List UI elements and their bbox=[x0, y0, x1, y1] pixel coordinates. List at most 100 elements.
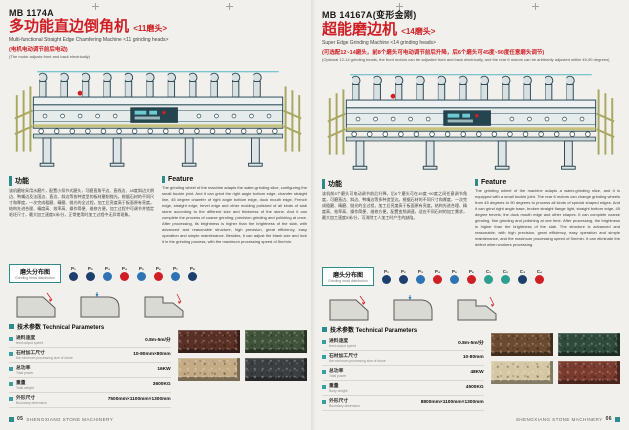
bullet-square-icon bbox=[9, 337, 13, 341]
model-number: MB 14167A(变形金刚) bbox=[322, 10, 417, 20]
bullet-square-icon bbox=[9, 367, 13, 371]
grinding-head: P₈ bbox=[187, 265, 197, 281]
page-footer: 05 SHENGXIANG STONE MACHINERY bbox=[9, 416, 113, 422]
param-name-cn: 总功率 bbox=[329, 368, 344, 374]
head-dot-icon bbox=[170, 271, 180, 281]
grinding-head: C₄ bbox=[534, 269, 544, 284]
feature-text: The grinding wheel of the machine adapts… bbox=[475, 187, 620, 247]
head-label: P₅ bbox=[451, 268, 457, 274]
param-name-en: Total power bbox=[329, 373, 347, 378]
grinding-heads-count: <14磨头> bbox=[401, 27, 436, 36]
head-dot-icon bbox=[415, 274, 425, 284]
head-label: C₂ bbox=[502, 268, 509, 274]
param-name-en: Boundary dimension bbox=[329, 403, 360, 408]
grinding-head: P₆ bbox=[466, 269, 476, 284]
grinding-head: P₃ bbox=[415, 268, 425, 284]
grinding-head: P₆ bbox=[153, 266, 163, 281]
product-note-cn: (电机电动调节前后电动) bbox=[9, 46, 68, 53]
grinding-head: P₅ bbox=[449, 268, 459, 284]
head-label: C₃ bbox=[519, 268, 526, 274]
grinding-head: P₄ bbox=[119, 265, 129, 281]
head-row: P₁ P₂ P₃ P₄ P₅ P₆ P₇ P₈ bbox=[68, 265, 197, 281]
grinding-head: P₁ bbox=[381, 269, 391, 284]
registration-mark-icon bbox=[92, 3, 99, 10]
machine-illustration bbox=[322, 65, 620, 177]
head-dot-icon bbox=[500, 274, 510, 284]
head-label: P₈ bbox=[189, 265, 195, 271]
param-value: 48KW bbox=[470, 369, 484, 375]
edge-profile-step-icon bbox=[141, 290, 187, 320]
product-title-en: Multi-functional Straight Edge Chamferin… bbox=[9, 36, 169, 43]
product-title-cn: 多功能直边倒角机 <11磨头> bbox=[9, 18, 307, 36]
stone-sample bbox=[557, 360, 621, 384]
distribution-label-cn: 磨头分布图 bbox=[19, 269, 50, 276]
head-label: P₄ bbox=[121, 265, 127, 271]
distribution-label-cn: 磨头分布图 bbox=[332, 272, 363, 279]
page-number: 06 bbox=[605, 416, 612, 422]
page-number: 05 bbox=[17, 416, 24, 422]
bullet-square-icon bbox=[322, 400, 326, 404]
bullet-square-icon bbox=[9, 382, 13, 386]
distribution-label-box: 磨头分布图 Grinding head distribution bbox=[322, 266, 374, 286]
param-name-cn: 总功率 bbox=[16, 365, 31, 371]
grinding-head: P₃ bbox=[102, 265, 112, 281]
bullet-square-icon bbox=[9, 397, 13, 401]
registration-mark-icon bbox=[226, 3, 233, 10]
param-name-cn: 重量 bbox=[16, 380, 26, 386]
feature-heading: Feature bbox=[475, 178, 620, 186]
head-label: P₃ bbox=[104, 265, 110, 271]
footer-brand: SHENGXIANG STONE MACHINERY bbox=[26, 416, 114, 422]
catalog-page-left: MB 1174A 多功能直边倒角机 <11磨头> Multi-functiona… bbox=[9, 8, 308, 422]
param-name-cn: 石材加工尺寸 bbox=[329, 353, 358, 359]
head-label: P₅ bbox=[138, 265, 144, 271]
head-dot-icon bbox=[381, 274, 391, 284]
product-title-cn-text: 超能磨边机 bbox=[322, 21, 398, 38]
head-dot-icon bbox=[432, 274, 442, 284]
stone-samples bbox=[177, 322, 308, 408]
parameters-title: 技术参数 Technical Parameters bbox=[9, 322, 171, 331]
head-dot-icon bbox=[534, 274, 544, 284]
function-feature-section: 功能 该机前8个磨头可电动调节前后升降，后6个磨头可在45度~90度之间任意调节… bbox=[322, 178, 620, 263]
param-name-en: Total weight bbox=[16, 385, 34, 390]
product-note-cn: (可选配12~14磨头，前8个磨头可电动调节前后升降，后6个磨头可45度~90度… bbox=[322, 49, 545, 56]
param-value: 3600KG bbox=[152, 381, 171, 387]
function-text: 该机前8个磨头可电动调节前后升降，后6个磨头可在45度~90度之间任意调节角度，… bbox=[322, 190, 467, 220]
param-value: 10-80mm bbox=[462, 354, 484, 360]
edge-profile-chamfer-icon bbox=[13, 290, 59, 320]
product-note-en: (The motor adjusts front and back electr… bbox=[9, 53, 90, 59]
grinding-head: C₃ bbox=[517, 268, 527, 284]
stone-sample bbox=[177, 329, 240, 353]
footer-square-icon bbox=[615, 416, 620, 422]
product-title-en: Super Edge Grinding Machine <14 grinding… bbox=[322, 39, 436, 46]
param-value: 7500mm×1100mm×1300mm bbox=[107, 396, 171, 402]
param-name-en: feed output speed bbox=[16, 340, 44, 345]
edge-profile-round-icon bbox=[77, 290, 123, 320]
product-title-cn-text: 多功能直边倒角机 bbox=[9, 18, 130, 35]
head-dot-icon bbox=[187, 271, 197, 281]
param-name-cn: 重量 bbox=[329, 383, 339, 389]
function-text: 该机磨轮采用水磨片，配置小扣节式磨头，可磨直角平边、直线边、45度斜边大倒边、鸭… bbox=[9, 187, 154, 217]
head-dot-icon bbox=[68, 271, 78, 281]
function-column: 功能 该机磨轮采用水磨片，配置小扣节式磨头，可磨直角平边、直线边、45度斜边大倒… bbox=[9, 175, 154, 260]
param-name-en: Total power bbox=[16, 370, 34, 375]
param-name-cn: 石材加工尺寸 bbox=[16, 350, 45, 356]
edge-profile-round-icon bbox=[390, 293, 436, 323]
function-feature-section: 功能 该机磨轮采用水磨片，配置小扣节式磨头，可磨直角平边、直线边、45度斜边大倒… bbox=[9, 175, 307, 260]
function-column: 功能 该机前8个磨头可电动调节前后升降，后6个磨头可在45度~90度之间任意调节… bbox=[322, 178, 467, 263]
param-name-en: the minimum processing size of stone bbox=[329, 358, 386, 363]
head-label: P₃ bbox=[417, 268, 423, 274]
feature-heading: Feature bbox=[162, 175, 307, 183]
bullet-square-icon bbox=[322, 370, 326, 374]
head-label: P₇ bbox=[172, 265, 178, 271]
head-dot-icon bbox=[483, 274, 493, 284]
stone-sample bbox=[244, 329, 308, 353]
registration-mark-icon bbox=[396, 3, 403, 10]
param-name-en: feed output speed bbox=[329, 343, 357, 348]
